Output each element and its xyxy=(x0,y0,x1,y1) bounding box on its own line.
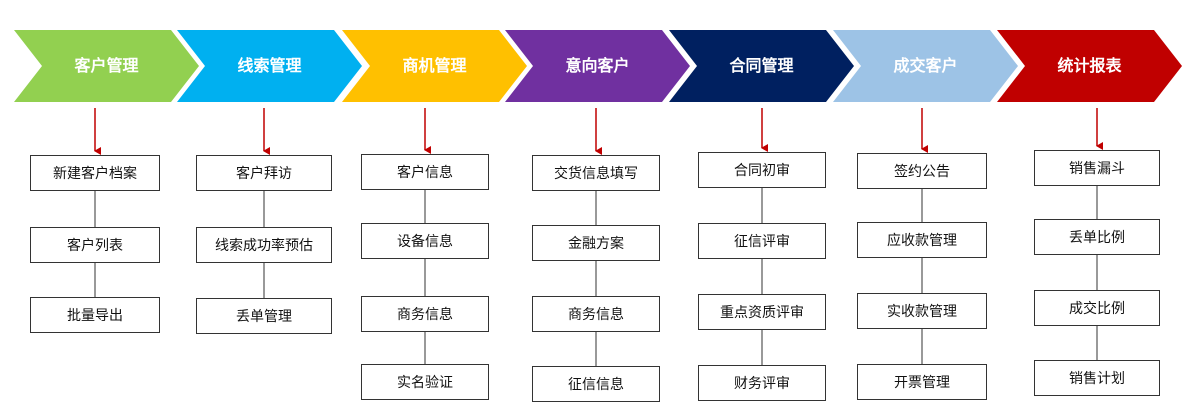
process-step-box: 实收款管理 xyxy=(857,293,987,329)
stage-chevron-5 xyxy=(669,30,854,102)
process-step-box: 商务信息 xyxy=(532,296,660,332)
stage-title-4: 意向客户 xyxy=(565,56,630,75)
stage-chevron-1 xyxy=(14,30,199,102)
stage-chevron-4 xyxy=(505,30,690,102)
process-step-box: 征信信息 xyxy=(532,366,660,402)
process-step-box: 设备信息 xyxy=(361,223,489,259)
stage-title-1: 客户管理 xyxy=(74,56,139,75)
process-step-box: 客户信息 xyxy=(361,154,489,190)
stage-chevron-6 xyxy=(833,30,1018,102)
process-step-box: 成交比例 xyxy=(1034,290,1160,326)
stage-title-3: 商机管理 xyxy=(402,56,467,75)
process-step-box: 销售计划 xyxy=(1034,360,1160,396)
process-step-box: 客户拜访 xyxy=(196,155,332,191)
stage-title-2: 线索管理 xyxy=(237,56,302,75)
process-step-box: 应收款管理 xyxy=(857,222,987,258)
process-step-box: 财务评审 xyxy=(698,365,826,401)
stage-title-6: 成交客户 xyxy=(893,56,958,75)
process-step-box: 合同初审 xyxy=(698,152,826,188)
process-step-box: 客户列表 xyxy=(30,227,160,263)
process-step-box: 征信评审 xyxy=(698,223,826,259)
process-step-box: 交货信息填写 xyxy=(532,155,660,191)
process-step-box: 实名验证 xyxy=(361,364,489,400)
stage-title-7: 统计报表 xyxy=(1057,56,1122,75)
process-step-box: 丢单比例 xyxy=(1034,219,1160,255)
stage-chevron-3 xyxy=(342,30,527,102)
process-step-box: 批量导出 xyxy=(30,297,160,333)
process-step-box: 线索成功率预估 xyxy=(196,227,332,263)
process-step-box: 金融方案 xyxy=(532,225,660,261)
process-step-box: 销售漏斗 xyxy=(1034,150,1160,186)
process-step-box: 丢单管理 xyxy=(196,298,332,334)
process-step-box: 新建客户档案 xyxy=(30,155,160,191)
stage-chevron-7 xyxy=(997,30,1182,102)
process-step-box: 签约公告 xyxy=(857,153,987,189)
process-step-box: 开票管理 xyxy=(857,364,987,400)
process-step-box: 商务信息 xyxy=(361,296,489,332)
process-step-box: 重点资质评审 xyxy=(698,294,826,330)
stage-chevron-2 xyxy=(177,30,362,102)
stage-title-5: 合同管理 xyxy=(729,56,794,75)
